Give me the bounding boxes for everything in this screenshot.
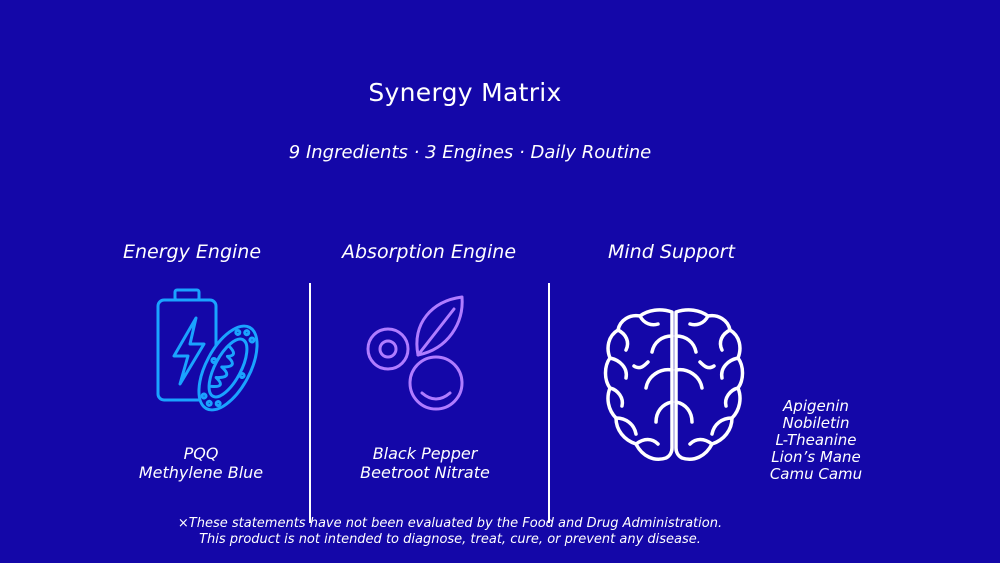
absorption-engine-heading: Absorption Engine (342, 241, 517, 263)
fda-disclaimer: ×These statements have not been evaluate… (0, 516, 900, 548)
column-divider-right (548, 283, 550, 523)
mind-ingredient-list: Apigenin Nobiletin L-Theanine Lion’s Man… (748, 398, 884, 483)
brain-icon (603, 308, 745, 461)
page-title: Synergy Matrix (368, 78, 562, 107)
ingredient-camu-camu: Camu Camu (769, 465, 863, 483)
berries-leaf-icon (366, 295, 464, 411)
ingredient-black-pepper: Black Pepper (372, 444, 478, 463)
absorption-ingredient-list: Black Pepper Beetroot Nitrate (340, 444, 510, 482)
ingredient-l-theanine: L-Theanine (775, 431, 857, 449)
disclaimer-line-1: ×These statements have not been evaluate… (177, 516, 723, 531)
battery-mitochondria-icon (156, 288, 259, 412)
disclaimer-line-2: This product is not intended to diagnose… (199, 532, 701, 547)
page-subtitle: 9 Ingredients · 3 Engines · Daily Routin… (288, 142, 652, 163)
energy-engine-heading: Energy Engine (123, 241, 262, 263)
energy-ingredient-list: PQQ Methylene Blue (116, 444, 286, 482)
ingredient-pqq: PQQ (183, 444, 219, 463)
ingredient-methylene-blue: Methylene Blue (138, 463, 264, 482)
ingredient-beetroot-nitrate: Beetroot Nitrate (360, 463, 490, 482)
column-divider-left (309, 283, 311, 523)
ingredient-nobiletin: Nobiletin (782, 414, 850, 432)
ingredient-apigenin: Apigenin (783, 397, 849, 415)
mind-support-heading: Mind Support (608, 241, 735, 263)
ingredient-lions-mane: Lion’s Mane (771, 448, 861, 466)
